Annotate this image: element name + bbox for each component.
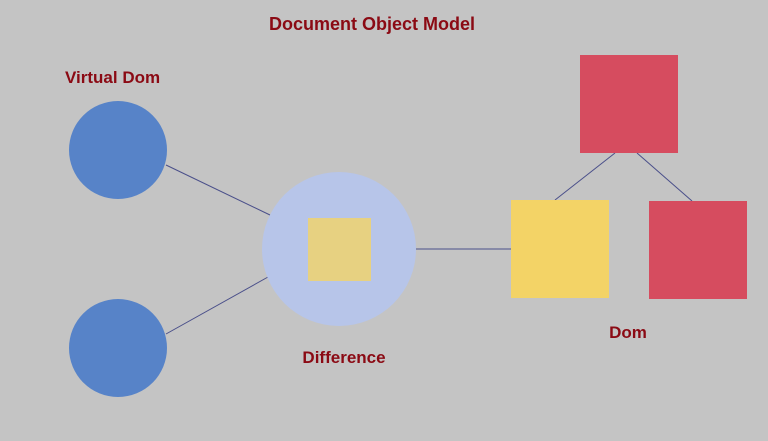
dom-child-node [649,201,747,299]
edge-dom-root-left [554,152,616,201]
difference-changed-node [308,218,371,281]
edge-vnode1-difference [165,164,271,216]
virtual-dom-node-2 [69,299,167,397]
virtual-dom-label: Virtual Dom [65,68,160,87]
dom-label: Dom [609,323,647,342]
difference-label: Difference [302,348,385,367]
edge-dom-root-right [636,152,693,202]
diagram-title: Document Object Model [269,14,475,34]
virtual-dom-node-1 [69,101,167,199]
dom-changed-node [511,200,609,298]
edge-vnode2-difference [165,276,269,335]
dom-root-node [580,55,678,153]
